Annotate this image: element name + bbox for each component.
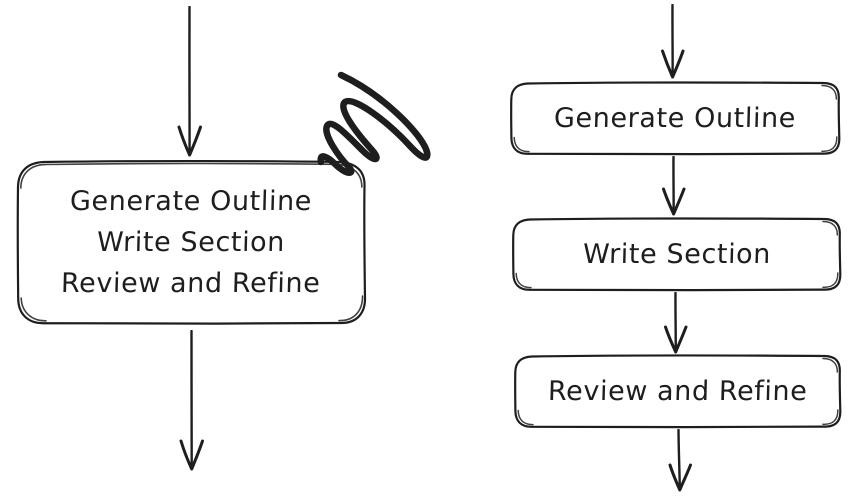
arrow-down-icon <box>177 6 202 157</box>
node-border <box>514 354 842 429</box>
arrow-down-icon <box>664 292 688 354</box>
arrow-down-icon <box>661 4 685 79</box>
scribble-icon <box>317 71 431 176</box>
node-label: Generate Outline <box>553 103 797 134</box>
write-section-node: Write Section <box>510 216 843 293</box>
arrow-down-icon <box>668 429 692 492</box>
node-label: Write Section <box>96 227 286 258</box>
node-border <box>510 81 841 156</box>
arrow-down-icon <box>662 156 686 216</box>
arrow-down-icon <box>179 330 204 471</box>
node-label: Review and Refine <box>60 268 322 299</box>
generate-outline-node: Generate Outline <box>508 80 842 157</box>
node-label: Generate Outline <box>69 186 313 217</box>
node-label: Review and Refine <box>547 376 808 407</box>
node-label: Write Section <box>582 239 771 270</box>
node-label-stack: Review and Refine <box>512 353 843 430</box>
node-border <box>512 217 842 292</box>
review-refine-node: Review and Refine <box>512 353 843 430</box>
node-label-stack: Generate Outline <box>508 80 842 157</box>
node-label-stack: Write Section <box>510 216 843 293</box>
